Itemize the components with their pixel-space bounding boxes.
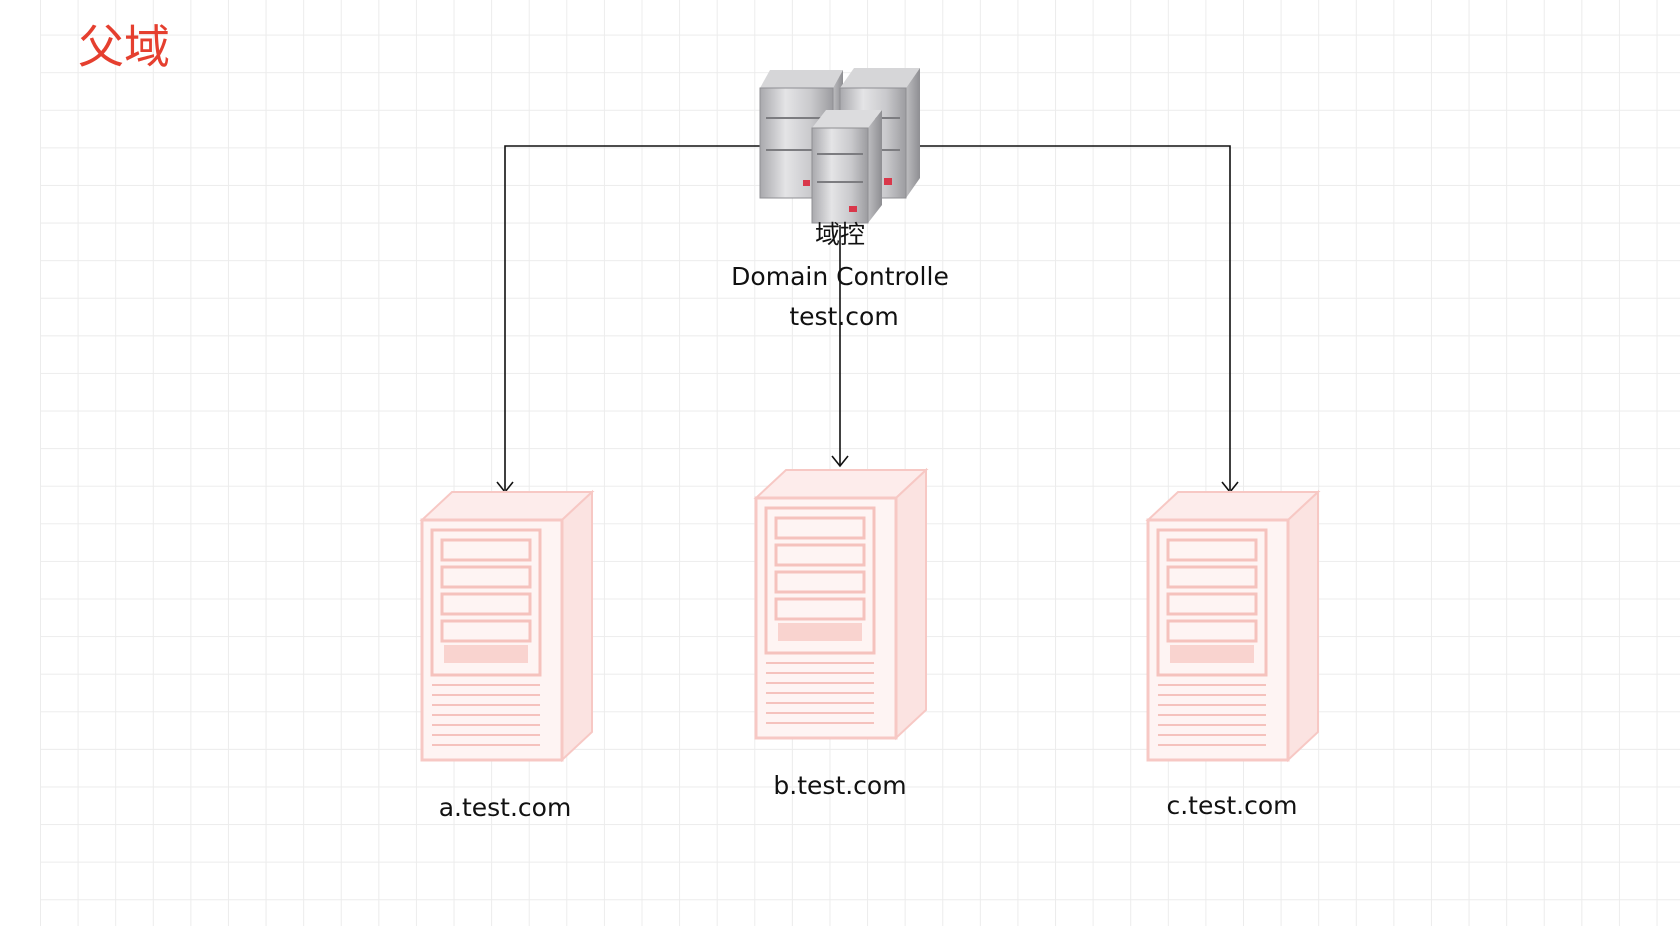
server-tower-icon[interactable] [419, 489, 595, 763]
root-label-domain: test.com [789, 302, 899, 331]
connector-to-b [831, 225, 849, 468]
server-tower-icon[interactable] [753, 467, 929, 741]
child-label-a: a.test.com [438, 793, 572, 822]
child-label-c: c.test.com [1166, 791, 1298, 820]
root-label-cn: 域控 [814, 220, 866, 249]
connector-to-a [496, 145, 760, 494]
server-rack-icon[interactable] [759, 68, 920, 224]
root-label-role: Domain Controlle [731, 262, 949, 291]
diagram-title: 父域 [78, 20, 170, 74]
server-tower-icon[interactable] [1145, 489, 1321, 763]
child-label-b: b.test.com [773, 771, 907, 800]
connector-to-c [920, 145, 1239, 494]
